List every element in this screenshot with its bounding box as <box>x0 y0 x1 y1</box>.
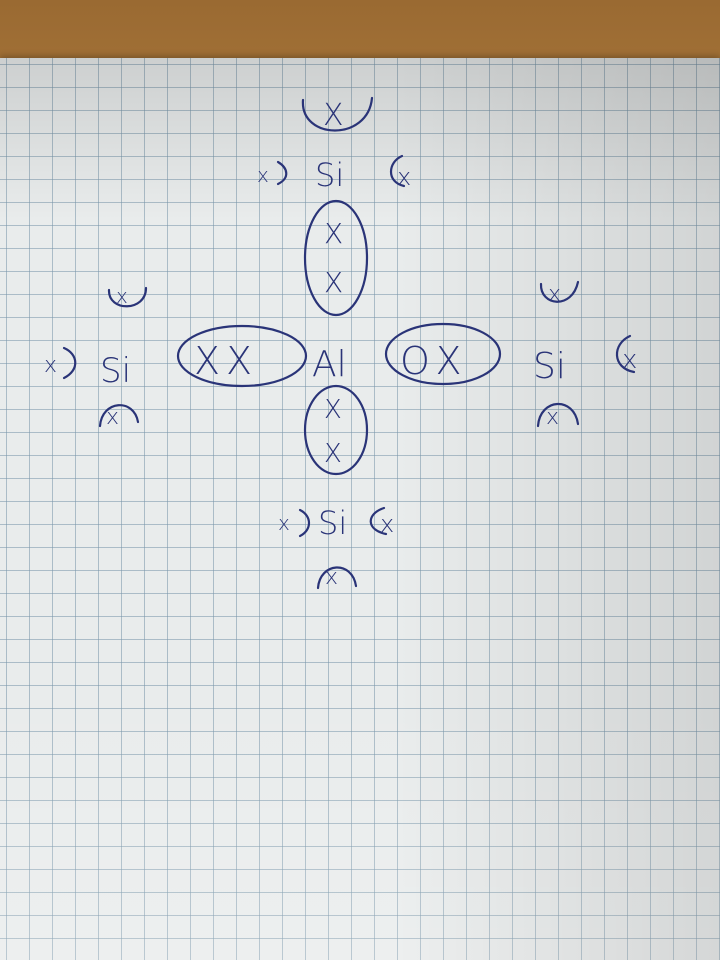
right-si-bottom-electron-arc <box>536 402 580 428</box>
bottom-si-bottom-electron: x <box>325 565 338 590</box>
bottom-bond-electron-2: X <box>324 439 342 469</box>
left-si-group: x x Si x <box>44 284 148 430</box>
right-si-top-electron-arc <box>539 280 580 303</box>
right-si-group: x Si x x <box>533 280 637 430</box>
left-bond-ellipse <box>176 324 308 388</box>
central-atom-symbol: Al <box>312 344 347 385</box>
top-si-left-electron: x <box>257 163 269 187</box>
bottom-si-left-electron: x <box>278 511 290 535</box>
left-si-top-electron-arc <box>107 286 148 308</box>
right-si-right-electron: x <box>622 345 637 375</box>
right-si-symbol: Si <box>533 346 566 387</box>
bottom-si-left-electron-arc <box>298 508 311 538</box>
left-si-symbol: Si <box>100 351 131 391</box>
top-si-upper-electron-arc <box>301 96 374 132</box>
right-bond-pair: OX <box>384 322 502 386</box>
bottom-bond-ellipse <box>303 384 369 476</box>
top-si-group: X x Si x <box>257 96 411 194</box>
left-bond-pair: XX <box>176 324 308 388</box>
bottom-si-bottom-electron-arc <box>316 566 358 590</box>
top-bond-electron-2: X <box>324 266 343 299</box>
top-si-upper-electron: X <box>323 98 344 133</box>
left-si-left-electron-arc <box>62 346 77 380</box>
top-si-left-electron-arc <box>276 160 288 186</box>
left-si-bottom-electron-arc <box>98 404 140 428</box>
left-si-top-electron: x <box>116 284 128 308</box>
top-si-symbol: Si <box>315 156 344 194</box>
top-bond-electron-1: X <box>324 217 343 250</box>
bottom-si-group: x Si x x <box>278 504 394 590</box>
graph-paper-sheet <box>0 58 720 960</box>
right-si-bottom-electron: x <box>546 405 559 430</box>
bottom-bond-pair: X X <box>303 384 369 476</box>
left-si-left-electron: x <box>44 353 57 378</box>
top-si-right-electron: x <box>397 163 411 191</box>
left-bond-electrons: XX <box>194 339 258 383</box>
left-si-bottom-electron: x <box>106 405 119 430</box>
right-si-top-electron: x <box>548 282 561 307</box>
bottom-si-right-electron: x <box>380 510 394 538</box>
bottom-bond-electron-1: X <box>324 395 342 425</box>
bottom-si-right-electron-arc <box>369 506 388 536</box>
top-si-right-electron-arc <box>389 154 406 188</box>
right-si-right-electron-arc <box>615 334 636 374</box>
top-bond-ellipse <box>303 199 369 317</box>
bottom-si-symbol: Si <box>318 504 347 542</box>
top-bond-pair: X X <box>303 199 369 317</box>
right-bond-ellipse <box>384 322 502 386</box>
right-bond-electrons: OX <box>400 339 470 383</box>
